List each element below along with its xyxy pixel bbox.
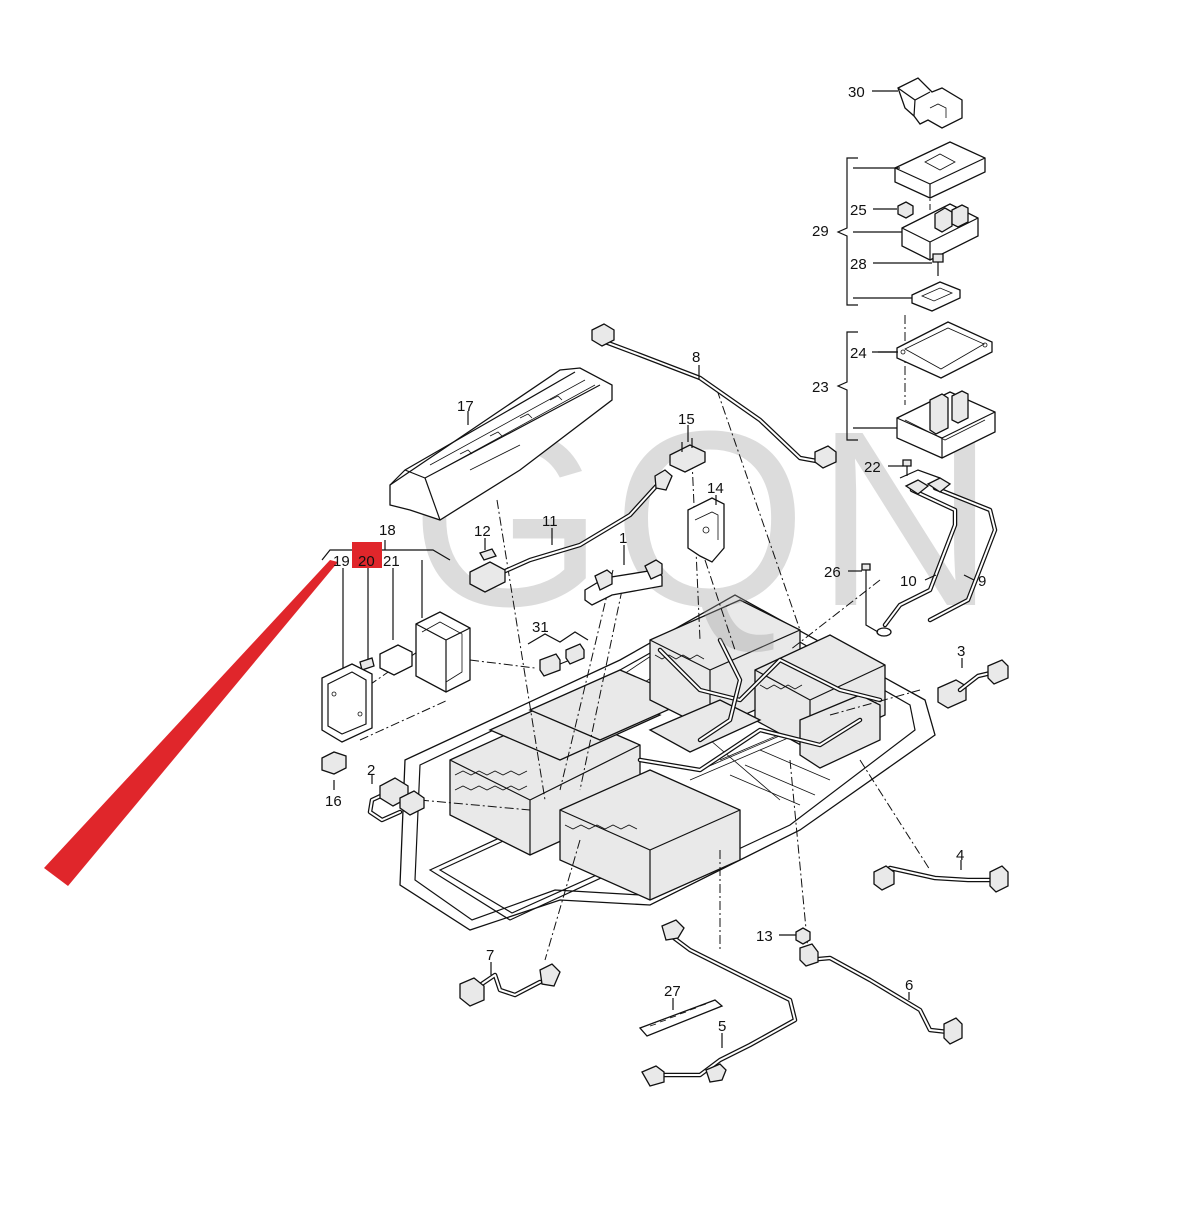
callout-12: 12 <box>474 523 491 540</box>
callout-18: 18 <box>379 522 396 539</box>
part-20-highlight <box>44 542 382 886</box>
part-22-screw <box>902 459 912 476</box>
part-30-connector <box>897 77 963 129</box>
callout-14: 14 <box>707 480 724 497</box>
part-26-screw <box>861 563 879 633</box>
callout-11: 11 <box>542 513 558 530</box>
callout-13: 13 <box>756 928 773 945</box>
bracket-22 <box>899 469 941 479</box>
callout-4: 4 <box>956 847 964 864</box>
part-2-connector <box>367 777 425 823</box>
callout-16: 16 <box>325 793 342 810</box>
callout-15: 15 <box>678 411 695 428</box>
part-5-harness <box>641 919 798 1087</box>
callout-19: 19 <box>333 553 350 570</box>
bracket-29 <box>836 157 912 306</box>
callout-8: 8 <box>692 349 700 366</box>
part-21-module <box>379 611 471 693</box>
callout-28: 28 <box>850 256 867 273</box>
part-27-bracket <box>638 999 724 1037</box>
callout-leaders <box>333 90 975 1048</box>
callout-6: 6 <box>905 977 913 994</box>
part-3-connector <box>937 659 1009 709</box>
callout-17: 17 <box>457 398 474 415</box>
callout-5: 5 <box>718 1018 726 1035</box>
callout-numbers: 30 25 29 28 24 23 22 26 10 9 8 17 15 14 … <box>325 84 986 1035</box>
callout-24: 24 <box>850 345 867 362</box>
callout-25: 25 <box>850 202 867 219</box>
callout-1: 1 <box>619 530 627 547</box>
part-1-busbar <box>584 559 663 606</box>
part-17-cover <box>389 367 613 521</box>
part-31-bolts <box>539 643 585 677</box>
callout-7: 7 <box>486 947 494 964</box>
part-9-cable <box>926 477 998 623</box>
part-10-cable <box>876 479 958 637</box>
part-19-cover-plate <box>321 663 373 743</box>
part-11-cable <box>469 469 673 593</box>
part-4-harness <box>873 865 1009 893</box>
callout-9: 9 <box>978 573 986 590</box>
callout-21: 21 <box>383 553 400 570</box>
part-23-housing <box>896 390 996 459</box>
callout-27: 27 <box>664 983 681 1000</box>
battery-modules <box>449 599 886 901</box>
bracket-31 <box>527 631 589 645</box>
part-14-bracket <box>687 497 725 563</box>
part-24-gasket <box>896 321 993 379</box>
callout-22: 22 <box>864 459 881 476</box>
part-6-harness <box>799 943 963 1045</box>
part-15-clip <box>669 438 706 473</box>
callout-29: 29 <box>812 223 829 240</box>
callout-3: 3 <box>957 643 965 660</box>
part-29-group <box>894 141 986 312</box>
callout-20: 20 <box>358 553 375 570</box>
part-20-screw <box>359 657 375 671</box>
part-12-screw <box>479 548 497 561</box>
callout-23: 23 <box>812 379 829 396</box>
callout-2: 2 <box>367 762 375 779</box>
callout-31: 31 <box>532 619 549 636</box>
callout-30: 30 <box>848 84 865 101</box>
callout-10: 10 <box>900 573 917 590</box>
part-13-nut <box>795 927 811 945</box>
callout-26: 26 <box>824 564 841 581</box>
part-7-harness <box>459 963 561 1007</box>
part-16-cap <box>321 751 347 775</box>
part-8-harness <box>591 323 837 469</box>
